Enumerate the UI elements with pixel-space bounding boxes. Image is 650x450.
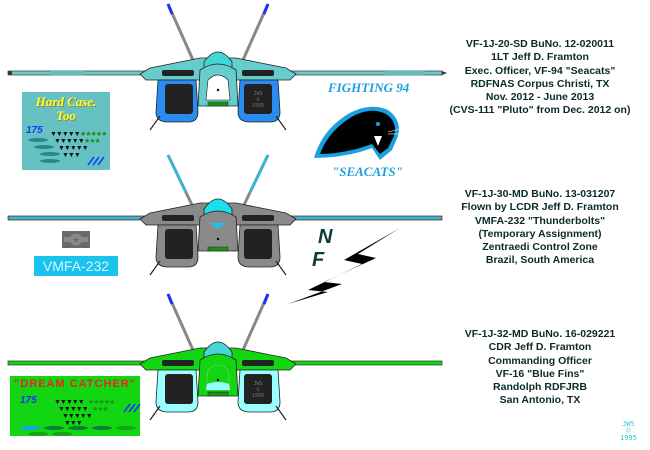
svg-text:★★★: ★★★ (84, 137, 101, 145)
tail-code-f: F (312, 249, 325, 271)
svg-text:▼▼▼▼▼: ▼▼▼▼▼ (58, 145, 88, 152)
info-line: San Antonio, TX (499, 394, 581, 407)
intake-marking: JWS (253, 91, 262, 97)
info-line: Randolph RDFJRB (493, 381, 587, 394)
kill-count: 175 (26, 125, 43, 136)
wing-right (281, 70, 447, 76)
svg-text:★★★: ★★★ (92, 405, 109, 413)
info-line: (Temporary Assignment) (478, 227, 602, 240)
info-line: CDR Jeff D. Framton (488, 341, 592, 354)
svg-text:▼▼▼▼▼: ▼▼▼▼▼ (50, 131, 80, 138)
aircraft-seacats: JWS © 1995 (7, 3, 447, 131)
info-line: Brazil, South America (485, 254, 595, 267)
nose-art-hard-case-too: Hard Case. Too 175 ▼▼▼▼▼ ▼▼▼▼▼ ▼▼▼▼▼ ▼▼▼… (22, 92, 110, 170)
intake-right (237, 224, 281, 268)
intake-right: JWS © 1995 (237, 369, 281, 413)
tail-code-n: N (318, 226, 333, 248)
svg-text:1995: 1995 (252, 103, 264, 109)
info-line: Zentraedi Control Zone (482, 241, 598, 254)
info-line: Flown by LCDR Jeff D. Framton (461, 201, 619, 214)
svg-text:▼▼▼: ▼▼▼ (64, 420, 82, 427)
nose-art-title: Hard Case. (35, 94, 97, 109)
unit-badge-vmfa-232: VMFA-232 (34, 256, 118, 276)
svg-text:★★★★★: ★★★★★ (80, 130, 107, 138)
info-line: VF-1J-32-MD BuNo. 16-029221 (464, 328, 616, 340)
artist-signature: JWS © 1995 (620, 420, 637, 442)
svg-text:▼▼▼▼▼: ▼▼▼▼▼ (62, 413, 92, 420)
svg-text:▼▼▼: ▼▼▼ (62, 152, 80, 159)
aircraft-info-blue-fins: VF-1J-32-MD BuNo. 16-029221 CDR Jeff D. … (430, 328, 650, 408)
svg-text:▼▼▼▼▼: ▼▼▼▼▼ (58, 406, 88, 413)
aircraft-thunderbolts (7, 154, 443, 276)
info-line: RDFNAS Corpus Christi, TX (470, 77, 610, 90)
kill-markings: ▼▼▼▼▼ ▼▼▼▼▼ ▼▼▼▼▼ ▼▼▼ ★★★★★ ★★★ (20, 398, 141, 436)
aircraft-info-seacats: VF-1J-20-SD BuNo. 12-020011 1LT Jeff D. … (430, 38, 650, 118)
squadron-nickname-seacats: "SEACATS" (332, 164, 403, 179)
kill-count: 175 (20, 395, 37, 406)
svg-text:▼▼▼▼▼: ▼▼▼▼▼ (54, 399, 84, 406)
kill-markings: ▼▼▼▼▼ ▼▼▼▼▼ ▼▼▼▼▼ ▼▼▼ ★★★★★ ★★★ (28, 130, 108, 166)
info-line: VF-16 "Blue Fins" (495, 367, 585, 380)
info-line: Commanding Officer (488, 354, 592, 367)
svg-text:©: © (256, 387, 260, 393)
intake-left (155, 79, 199, 123)
squadron-name-fighting-94: FIGHTING 94 (328, 80, 410, 95)
wing-right (281, 360, 443, 366)
panther-emblem-icon (314, 106, 405, 160)
nose-art-dream-catcher: "DREAM CATCHER" 175 ▼▼▼▼▼ ▼▼▼▼▼ ▼▼▼▼▼ ▼▼… (10, 376, 141, 436)
svg-text:©: © (256, 97, 260, 103)
aircraft-info-thunderbolts: VF-1J-30-MD BuNo. 13-031207 Flown by LCD… (430, 188, 650, 268)
info-line: (CVS-111 "Pluto" from Dec. 2012 on) (449, 104, 631, 117)
svg-text:1995: 1995 (252, 393, 264, 399)
info-line: Nov. 2012 - June 2013 (485, 91, 595, 104)
intake-left (155, 369, 199, 413)
info-line: VMFA-232 "Thunderbolts" (474, 214, 606, 227)
info-line: VF-1J-20-SD BuNo. 12-020011 (465, 38, 615, 50)
info-line: 1LT Jeff D. Framton (491, 51, 589, 64)
svg-text:▼▼▼▼▼: ▼▼▼▼▼ (54, 138, 84, 145)
intake-right: JWS © 1995 (237, 79, 281, 123)
intake-marking: JWS (253, 381, 262, 387)
svg-text:★: ★ (72, 235, 80, 245)
intake-left (155, 224, 199, 268)
info-line: VF-1J-30-MD BuNo. 13-031207 (464, 188, 616, 200)
nose-art-title-line2: Too (56, 108, 76, 123)
info-line: Exec. Officer, VF-94 "Seacats" (464, 64, 616, 77)
svg-text:★★★★★: ★★★★★ (88, 398, 115, 406)
national-insignia-icon: ★ (62, 231, 90, 248)
nose-section (197, 210, 239, 252)
aircraft-blue-fins: JWS © 1995 (7, 293, 443, 421)
nose-art-title: "DREAM CATCHER" (14, 378, 136, 390)
